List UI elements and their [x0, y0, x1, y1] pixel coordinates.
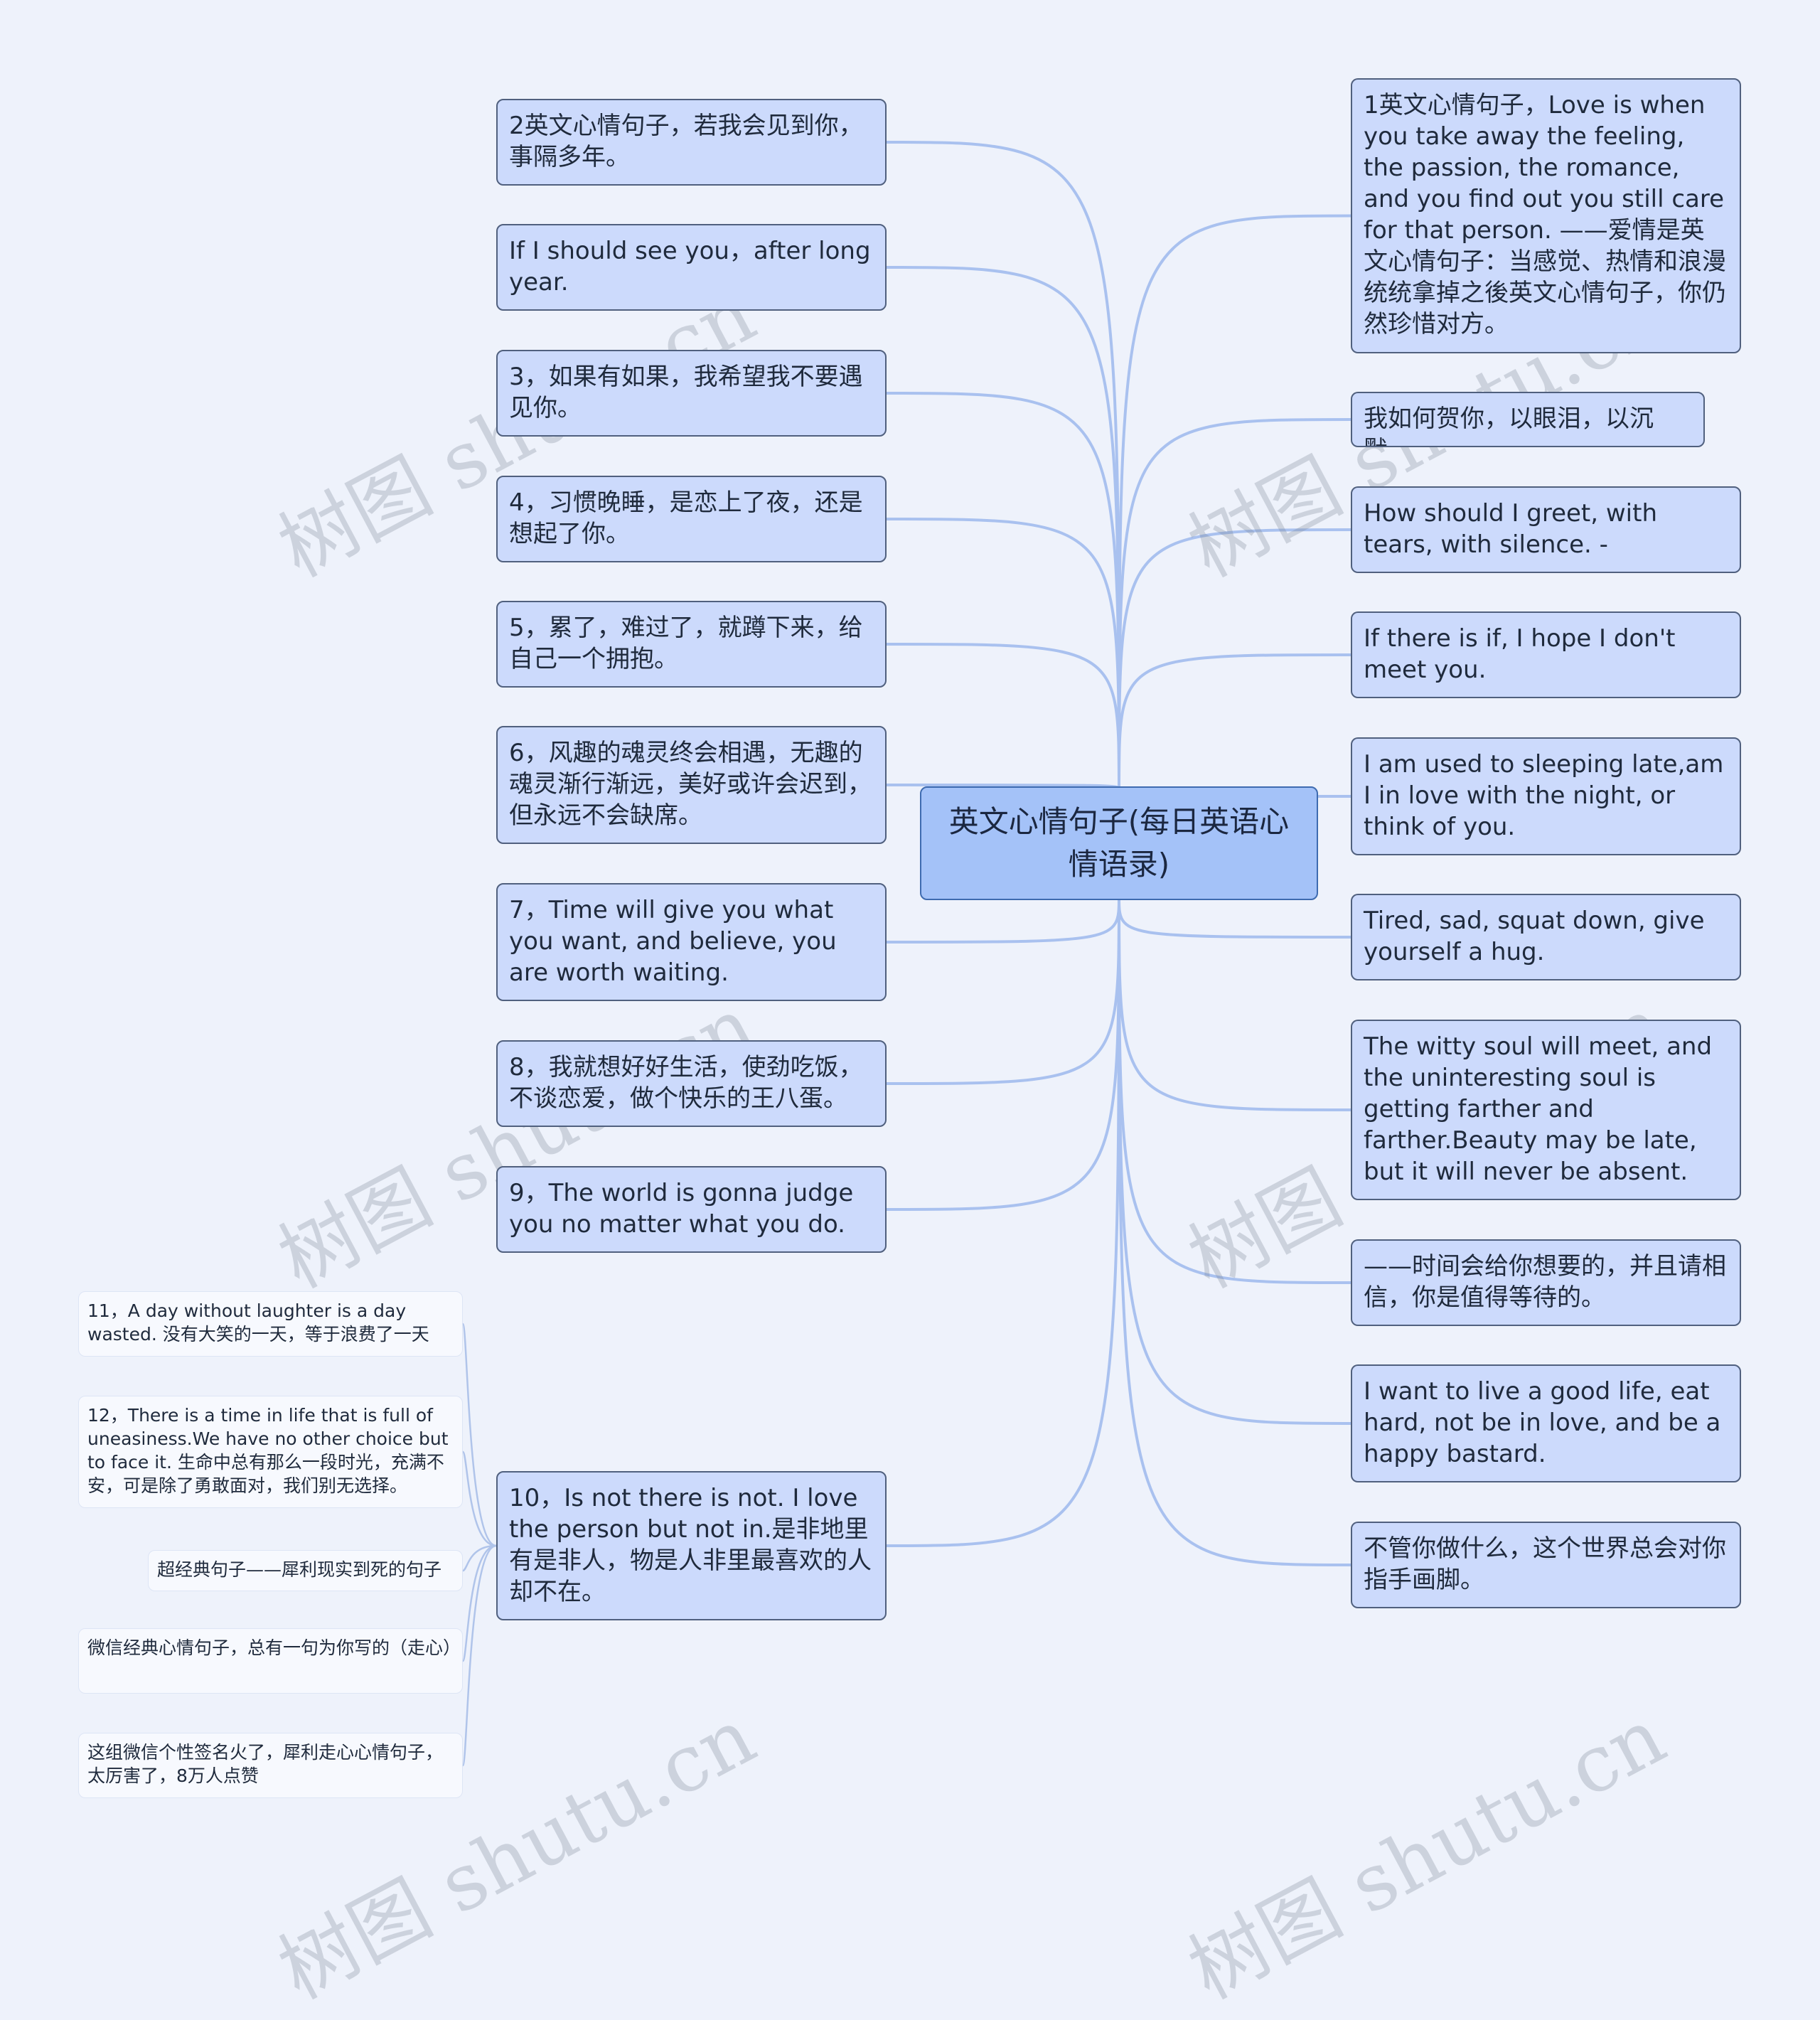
connector-line — [885, 141, 1120, 791]
node-text: 6，风趣的魂灵终会相遇，无趣的魂灵渐行渐远，美好或许会迟到，但永远不会缺席。 — [509, 739, 872, 830]
connector-line — [885, 896, 1120, 1211]
node-text: 7，Time will give you what you want, and … — [509, 896, 837, 987]
right-node[interactable]: 我如何贺你，以眼泪，以沉默。 — [1351, 392, 1705, 447]
connector-line — [1118, 896, 1352, 1111]
node-text: ——时间会给你想要的，并且请相信，你是值得等待的。 — [1364, 1252, 1726, 1312]
right-node[interactable]: Tired, sad, squat down, give yourself a … — [1351, 894, 1741, 980]
node-text: 我如何贺你，以眼泪，以沉默。 — [1364, 405, 1654, 446]
left-node[interactable]: 7，Time will give you what you want, and … — [496, 883, 887, 1001]
right-node[interactable]: I am used to sleeping late,am I in love … — [1351, 737, 1741, 855]
connector-line — [1118, 653, 1352, 791]
connector-line — [1118, 528, 1352, 791]
connector-line — [1118, 896, 1352, 939]
right-node[interactable]: If there is if, I hope I don't meet you. — [1351, 611, 1741, 698]
node-text: If there is if, I hope I don't meet you. — [1364, 624, 1676, 684]
node-text: I am used to sleeping late,am I in love … — [1364, 750, 1724, 841]
leaf-node[interactable]: 12，There is a time in life that is full … — [78, 1396, 463, 1508]
connector-line — [461, 1450, 498, 1547]
connector-line — [885, 643, 1120, 791]
right-node[interactable]: I want to live a good life, eat hard, no… — [1351, 1364, 1741, 1482]
leaf-node[interactable]: 11，A day without laughter is a day waste… — [78, 1291, 463, 1357]
leaf-text: 12，There is a time in life that is full … — [87, 1405, 449, 1496]
node-text: 5，累了，难过了，就蹲下来，给自己一个拥抱。 — [509, 614, 863, 673]
leaf-text: 这组微信个性签名火了，犀利走心心情句子，太厉害了，8万人点赞 — [87, 1742, 444, 1786]
left-node[interactable]: 6，风趣的魂灵终会相遇，无趣的魂灵渐行渐远，美好或许会迟到，但永远不会缺席。 — [496, 726, 887, 844]
right-node[interactable]: 不管你做什么，这个世界总会对你指手画脚。 — [1351, 1522, 1741, 1608]
node-text: 2英文心情句子，若我会见到你，事隔多年。 — [509, 112, 863, 171]
node-text: 10，Is not there is not. I love the perso… — [509, 1484, 872, 1606]
right-node[interactable]: ——时间会给你想要的，并且请相信，你是值得等待的。 — [1351, 1239, 1741, 1326]
leaf-node[interactable]: 这组微信个性签名火了，犀利走心心情句子，太厉害了，8万人点赞 — [78, 1733, 463, 1798]
node-text: The witty soul will meet, and the uninte… — [1364, 1032, 1713, 1186]
right-node[interactable]: The witty soul will meet, and the uninte… — [1351, 1020, 1741, 1200]
left-node[interactable]: 10，Is not there is not. I love the perso… — [496, 1471, 887, 1620]
connector-line — [885, 896, 1120, 944]
connector-line — [1118, 896, 1352, 1425]
node-text: I want to live a good life, eat hard, no… — [1364, 1377, 1721, 1468]
right-node[interactable]: 1英文心情句子，Love is when you take away the f… — [1351, 78, 1741, 353]
connector-line — [461, 1544, 498, 1662]
node-text: 4，习惯晚睡，是恋上了夜，还是想起了你。 — [509, 488, 863, 548]
left-node[interactable]: 8，我就想好好生活，使劲吃饭，不谈恋爱，做个快乐的王八蛋。 — [496, 1040, 887, 1127]
connector-line — [461, 1544, 498, 1572]
connector-line — [461, 1322, 498, 1547]
node-text: 3，如果有如果，我希望我不要遇见你。 — [509, 363, 863, 422]
leaf-text: 超经典句子——犀利现实到死的句子 — [157, 1559, 442, 1580]
node-text: 不管你做什么，这个世界总会对你指手画脚。 — [1364, 1534, 1726, 1594]
leaf-text: 11，A day without laughter is a day waste… — [87, 1300, 429, 1345]
connector-line — [461, 1544, 498, 1767]
leaf-node[interactable]: 超经典句子——犀利现实到死的句子 — [148, 1550, 463, 1591]
connector-line — [885, 896, 1120, 1085]
connector-line — [885, 392, 1120, 791]
leaf-node[interactable]: 微信经典心情句子，总有一句为你写的（走心） — [78, 1628, 463, 1694]
central-topic-label: 英文心情句子(每日英语心情语录) — [948, 804, 1290, 882]
node-text: 8，我就想好好生活，使劲吃饭，不谈恋爱，做个快乐的王八蛋。 — [509, 1053, 863, 1113]
connector-line — [885, 266, 1120, 791]
left-node[interactable]: 9，The world is gonna judge you no matter… — [496, 1166, 887, 1253]
right-node[interactable]: How should I greet, with tears, with sil… — [1351, 486, 1741, 573]
central-topic[interactable]: 英文心情句子(每日英语心情语录) — [920, 786, 1318, 900]
connector-line — [1118, 896, 1352, 1284]
node-text: Tired, sad, squat down, give yourself a … — [1364, 907, 1705, 966]
mindmap-canvas: 树图 shutu.cn 树图 shutu.cn 树图 shutu.cn 树图 s… — [78, 78, 1741, 2016]
left-node[interactable]: If I should see you，after long year. — [496, 224, 887, 311]
node-text: If I should see you，after long year. — [509, 237, 871, 296]
left-node[interactable]: 2英文心情句子，若我会见到你，事隔多年。 — [496, 99, 887, 186]
node-text: 1英文心情句子，Love is when you take away the f… — [1364, 91, 1726, 338]
left-node[interactable]: 3，如果有如果，我希望我不要遇见你。 — [496, 350, 887, 437]
node-text: 9，The world is gonna judge you no matter… — [509, 1179, 854, 1239]
connector-line — [885, 518, 1120, 791]
node-text: How should I greet, with tears, with sil… — [1364, 499, 1657, 559]
leaf-text: 微信经典心情句子，总有一句为你写的（走心） — [87, 1637, 461, 1658]
connector-line — [1118, 418, 1352, 791]
left-node[interactable]: 5，累了，难过了，就蹲下来，给自己一个拥抱。 — [496, 601, 887, 688]
connector-line — [885, 896, 1120, 1547]
connector-line — [1118, 214, 1352, 791]
left-node[interactable]: 4，习惯晚睡，是恋上了夜，还是想起了你。 — [496, 476, 887, 562]
connector-line — [1118, 896, 1352, 1566]
